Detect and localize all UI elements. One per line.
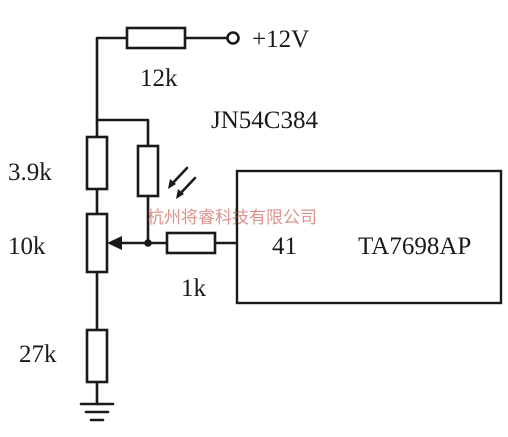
wiper-arrow-icon (107, 236, 122, 250)
supply-label: +12V (252, 26, 309, 53)
resistor-3-9k-label: 3.9k (8, 159, 52, 186)
potentiometer-10k (85, 212, 109, 274)
ground-icon (79, 402, 115, 422)
resistor-1k-label: 1k (181, 275, 207, 302)
ic-part-number: TA7698AP (358, 233, 471, 260)
potentiometer-10k-label: 10k (8, 233, 46, 260)
ic-ta7698ap (235, 169, 503, 305)
resistor-12k-label: 12k (140, 65, 178, 92)
watermark: 杭州将睿科技有限公司 (147, 208, 317, 228)
photoresistor-label: JN54C384 (211, 107, 318, 134)
resistor-12k (125, 26, 187, 50)
ic-pin-label: 41 (272, 233, 297, 260)
light-arrows-icon (168, 166, 197, 199)
resistor-1k (165, 231, 217, 255)
resistor-3-9k (85, 135, 109, 191)
supply-terminal (226, 31, 240, 45)
junction-dot (144, 239, 152, 247)
resistor-27k-label: 27k (19, 341, 57, 368)
resistor-27k (85, 328, 109, 384)
photoresistor (136, 144, 160, 198)
wire-to-photoresistor (95, 118, 150, 148)
